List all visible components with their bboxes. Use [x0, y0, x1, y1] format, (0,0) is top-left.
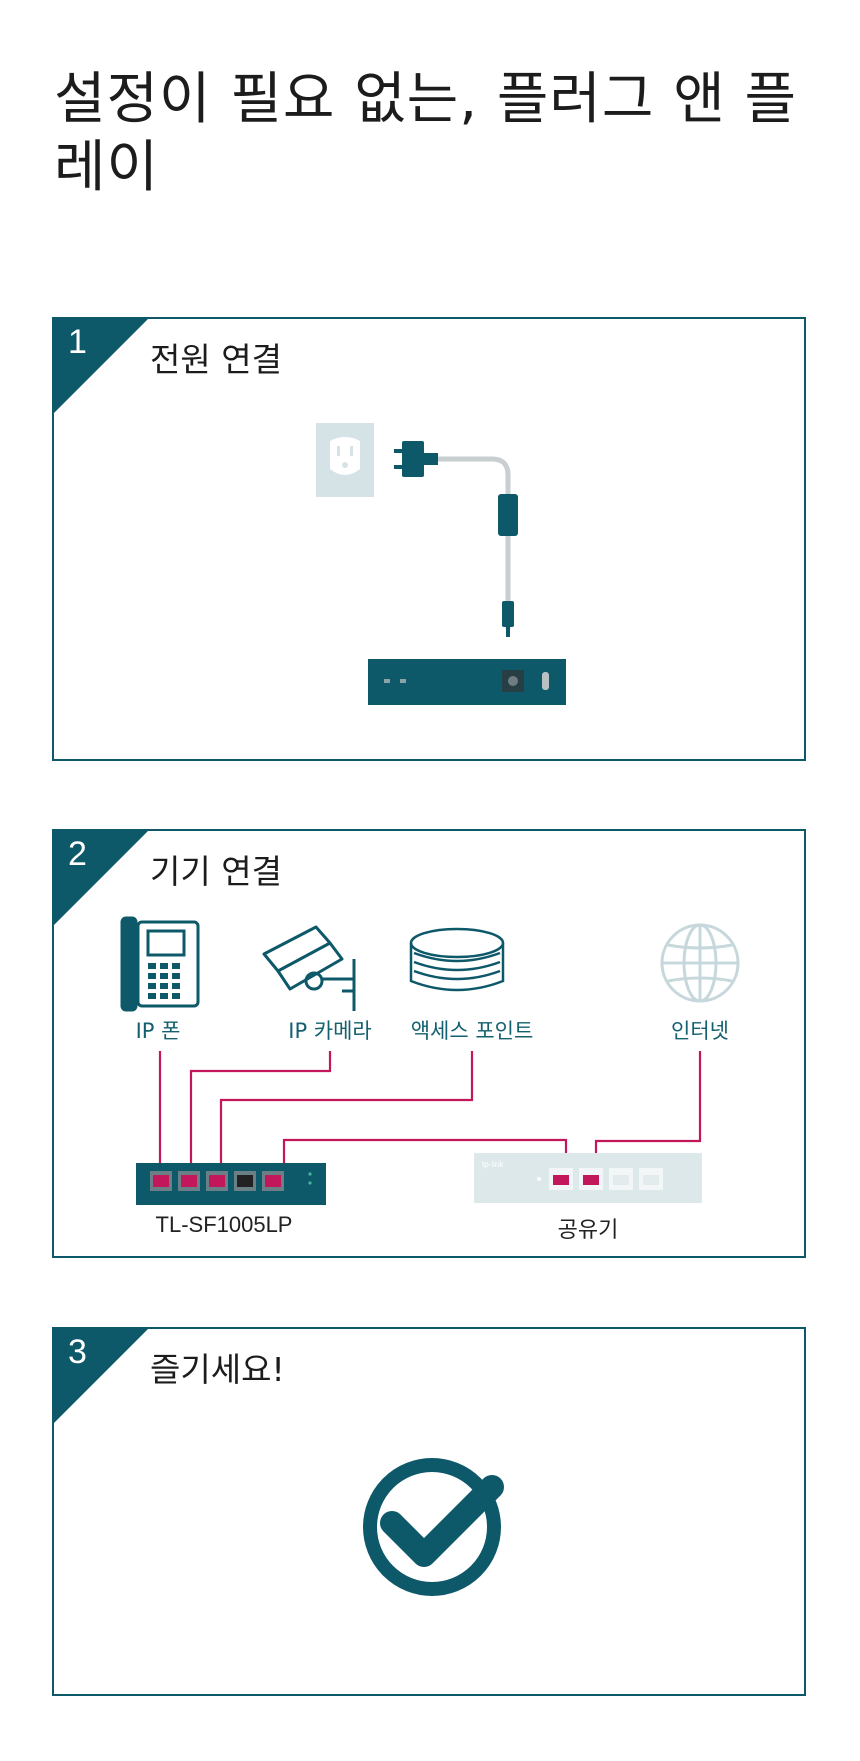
access-point-icon	[409, 927, 505, 992]
page-title: 설정이 필요 없는, 플러그 앤 플레이	[54, 67, 798, 200]
step-corner-badge	[54, 831, 148, 925]
devices-diagram: tp-link	[120, 916, 740, 1205]
power-plug-icon	[394, 441, 438, 477]
ip-phone-icon	[120, 916, 200, 1012]
step-title: 즐기세요!	[150, 1350, 285, 1389]
poe-switch-icon	[136, 1163, 326, 1205]
label-internet: 인터넷	[671, 1019, 729, 1043]
router-brand: tp-link	[482, 1160, 504, 1169]
switch-device-icon	[368, 659, 566, 705]
step-corner-badge	[54, 1329, 148, 1423]
label-access-point: 액세스 포인트	[410, 1019, 534, 1043]
step-card-power: 1 전원 연결	[52, 317, 806, 761]
checkmark-illustration	[363, 1458, 504, 1596]
step-title: 기기 연결	[150, 852, 282, 891]
switch-ports	[150, 1171, 284, 1191]
step-card-enjoy: 3 즐기세요!	[52, 1327, 806, 1696]
step-number: 1	[68, 323, 87, 361]
label-switch-model: TL-SF1005LP	[155, 1212, 293, 1237]
ip-camera-icon	[262, 925, 356, 1011]
step-card-devices: 2 기기 연결	[52, 829, 806, 1258]
label-router: 공유기	[557, 1217, 619, 1242]
step-corner-badge	[54, 319, 148, 413]
step-title: 전원 연결	[150, 340, 282, 379]
power-outlet-icon	[316, 423, 374, 497]
globe-icon	[660, 923, 740, 1003]
step-number: 3	[68, 1333, 87, 1371]
label-ip-camera: IP 카메라	[288, 1019, 372, 1043]
checkmark-circle-icon	[363, 1458, 504, 1596]
label-ip-phone: IP 폰	[135, 1019, 181, 1043]
ferrite-bead	[498, 494, 518, 536]
power-illustration	[316, 423, 566, 705]
power-cable	[438, 456, 511, 629]
step-number: 2	[68, 835, 87, 873]
router-icon	[474, 1153, 702, 1203]
